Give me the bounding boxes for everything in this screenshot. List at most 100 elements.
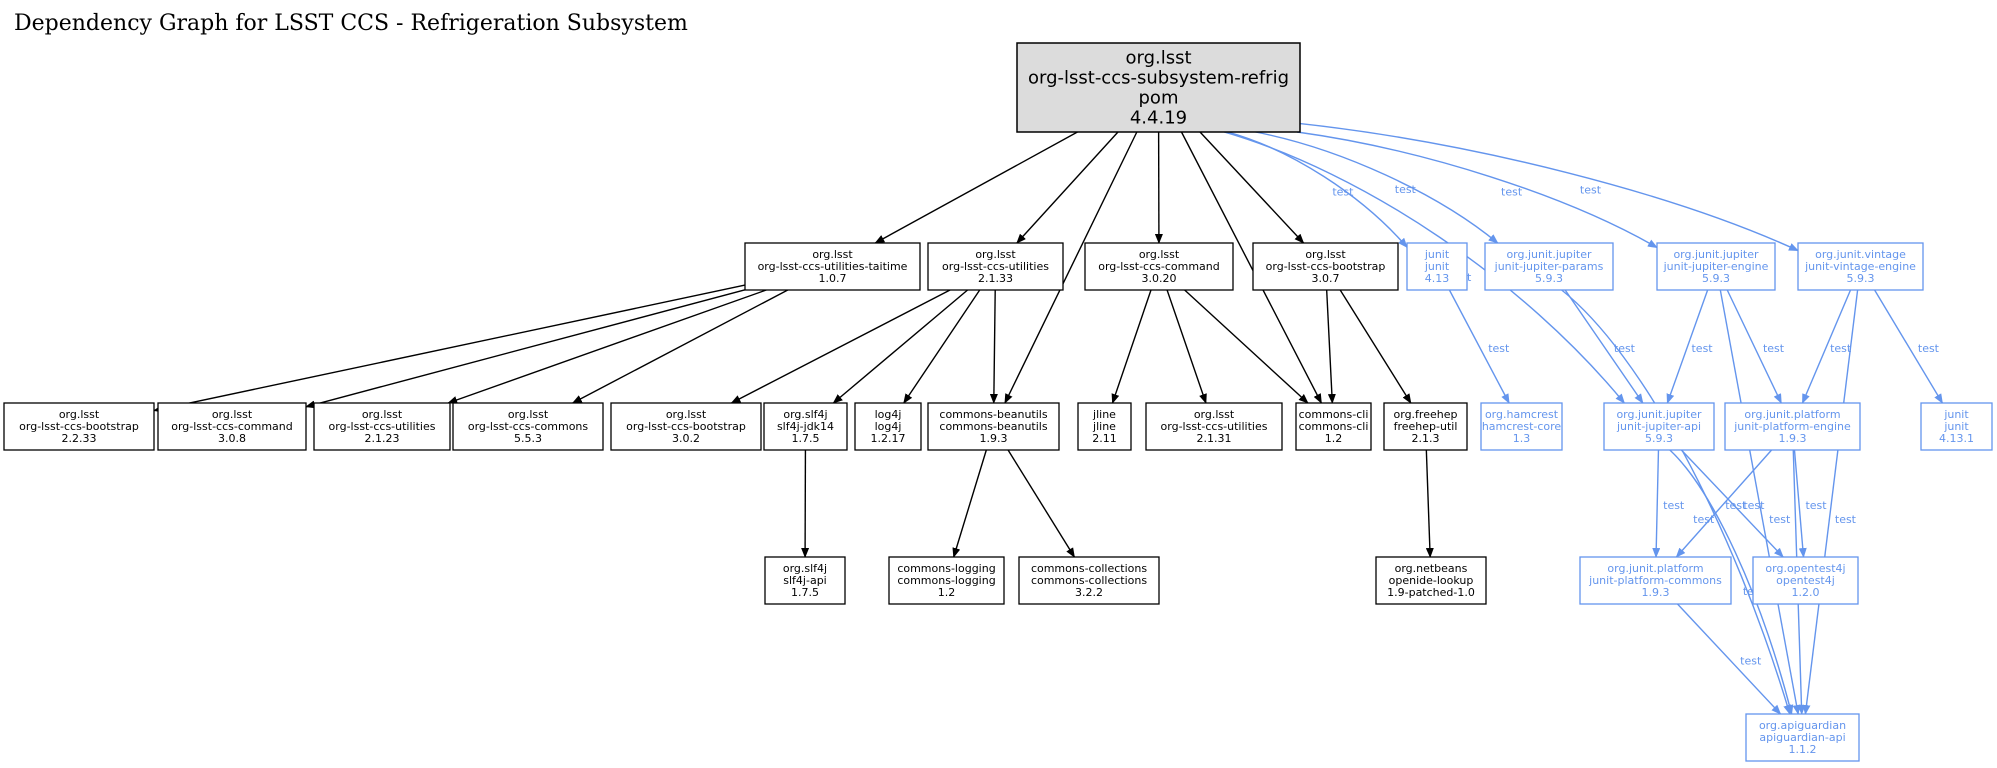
node-params-line-1: junit-jupiter-params (1494, 260, 1604, 273)
node-command308-line-2: 3.0.8 (218, 432, 246, 445)
edge-command3020-to-utilities2131 (1166, 289, 1207, 404)
node-engine-line-2: 5.9.3 (1702, 272, 1730, 285)
node-log4j-line-0: log4j (875, 408, 902, 421)
node-command308-line-0: org.lsst (212, 408, 253, 421)
edge-root-to-vintage (1299, 122, 1799, 252)
edge-params-to-jupiterapi (1564, 289, 1644, 404)
node-openid: org.netbeansopenide-lookup1.9-patched-1.… (1375, 556, 1487, 605)
node-platformengine-line-2: 1.9.3 (1779, 432, 1807, 445)
node-box-hamcrest (1480, 402, 1563, 451)
node-junit4131-line-1: junit (1943, 420, 1969, 433)
node-taitime: org.lsstorg-lsst-ccs-utilities-taitime1.… (744, 242, 921, 291)
node-params-line-2: 5.9.3 (1535, 272, 1563, 285)
edge-bootstrap307-to-freehep (1339, 289, 1412, 404)
node-box-commonscli (1295, 402, 1372, 451)
edge-utilities2133-to-bootstrap302 (730, 289, 951, 404)
edge-label-engine-to-platformengine: test (1763, 342, 1785, 355)
node-bootstrap302-line-2: 3.0.2 (672, 432, 700, 445)
edge-label-platformengine-to-platformcommons: test (1725, 499, 1747, 512)
edge-root-to-engine (1297, 131, 1658, 249)
node-taitime-line-0: org.lsst (812, 248, 853, 261)
node-box-freehep (1383, 402, 1468, 451)
edge-label-vintage-to-junit4131: test (1918, 342, 1940, 355)
node-freehep-line-1: freehep-util (1394, 420, 1458, 433)
node-collections-line-2: 3.2.2 (1075, 586, 1103, 599)
node-collections-line-0: commons-collections (1031, 562, 1147, 575)
node-collections-line-1: commons-collections (1031, 574, 1147, 587)
node-slf4japi-line-0: org.slf4j (783, 562, 827, 575)
node-bootstrap307-line-0: org.lsst (1305, 248, 1346, 261)
node-platformcommons: org.junit.platformjunit-platform-commons… (1579, 556, 1732, 605)
node-platformengine-line-0: org.junit.platform (1744, 408, 1840, 421)
node-vintage-line-0: org.junit.vintage (1815, 248, 1906, 261)
node-params: org.junit.jupiterjunit-jupiter-params5.9… (1484, 242, 1614, 291)
node-box-platformengine (1724, 402, 1861, 451)
node-platformengine-line-1: junit-platform-engine (1733, 420, 1851, 433)
node-commons553-line-1: org-lsst-ccs-commons (468, 420, 589, 433)
edge-label-vintage-to-apiguardian: test (1835, 513, 1857, 526)
node-slf4japi-line-1: slf4j-api (783, 574, 826, 587)
node-box-taitime (744, 242, 921, 291)
node-utilities2133-line-1: org-lsst-ccs-utilities (942, 260, 1049, 273)
edge-label-engine-to-jupiterapi: test (1691, 342, 1713, 355)
node-hamcrest-line-2: 1.3 (1513, 432, 1531, 445)
node-box-utilities2133 (927, 242, 1064, 291)
node-command3020-line-1: org-lsst-ccs-command (1098, 260, 1220, 273)
node-root-line-0: org.lsst (1125, 48, 1191, 69)
edge-platformcommons-to-apiguardian (1676, 603, 1782, 715)
edge-label-root-to-engine: test (1501, 186, 1523, 199)
node-box-collections (1018, 556, 1160, 605)
node-commonscli-line-2: 1.2 (1325, 432, 1343, 445)
node-jline-line-2: 2.11 (1092, 432, 1117, 445)
edge-vintage-to-apiguardian (1802, 289, 1859, 715)
edge-taitime-to-command308 (305, 289, 746, 409)
node-command308-line-1: org-lsst-ccs-command (171, 420, 293, 433)
node-box-slf4jjdk14 (763, 402, 848, 451)
edge-label-engine-to-apiguardian: test (1769, 513, 1791, 526)
edge-label-jupiterapi-to-opentest4j: test (1743, 499, 1765, 512)
edge-root-to-jupiterapi (1224, 131, 1625, 404)
node-params-line-0: org.junit.jupiter (1506, 248, 1592, 261)
edge-root-to-utilities2133 (1016, 131, 1119, 244)
node-platformcommons-line-0: org.junit.platform (1607, 562, 1703, 575)
node-slf4japi-line-2: 1.7.5 (791, 586, 819, 599)
edge-platformengine-to-platformcommons (1675, 449, 1773, 558)
edge-bootstrap307-to-commonscli (1325, 289, 1336, 404)
node-opentest4j-line-2: 1.2.0 (1792, 586, 1820, 599)
edge-jupiterapi-to-opentest4j (1680, 449, 1784, 558)
node-collections: commons-collectionscommons-collections3.… (1018, 556, 1160, 605)
edge-command3020-to-commonscli (1184, 289, 1309, 404)
edge-platformengine-to-opentest4j (1793, 449, 1807, 558)
node-commons553-line-2: 5.5.3 (514, 432, 542, 445)
node-box-logging (888, 556, 1005, 605)
node-taitime-line-1: org-lsst-ccs-utilities-taitime (758, 260, 908, 273)
node-junit413-line-1: junit (1424, 260, 1450, 273)
node-junit4131-line-2: 4.13.1 (1939, 432, 1974, 445)
edge-jupiterapi-to-apiguardian (1669, 449, 1794, 715)
node-openid-line-0: org.netbeans (1395, 562, 1468, 575)
node-junit4131-line-0: junit (1943, 408, 1969, 421)
edge-label-junit413-to-hamcrest: test (1488, 342, 1510, 355)
edge-freehep-to-openid (1425, 449, 1434, 558)
graph-title: Dependency Graph for LSST CCS - Refriger… (14, 11, 688, 36)
edge-label-vintage-to-platformengine: test (1830, 342, 1852, 355)
node-bootstrap307-line-1: org-lsst-ccs-bootstrap (1266, 260, 1386, 273)
edge-label-platformengine-to-opentest4j: test (1805, 499, 1827, 512)
node-box-utilities2123 (313, 402, 451, 451)
